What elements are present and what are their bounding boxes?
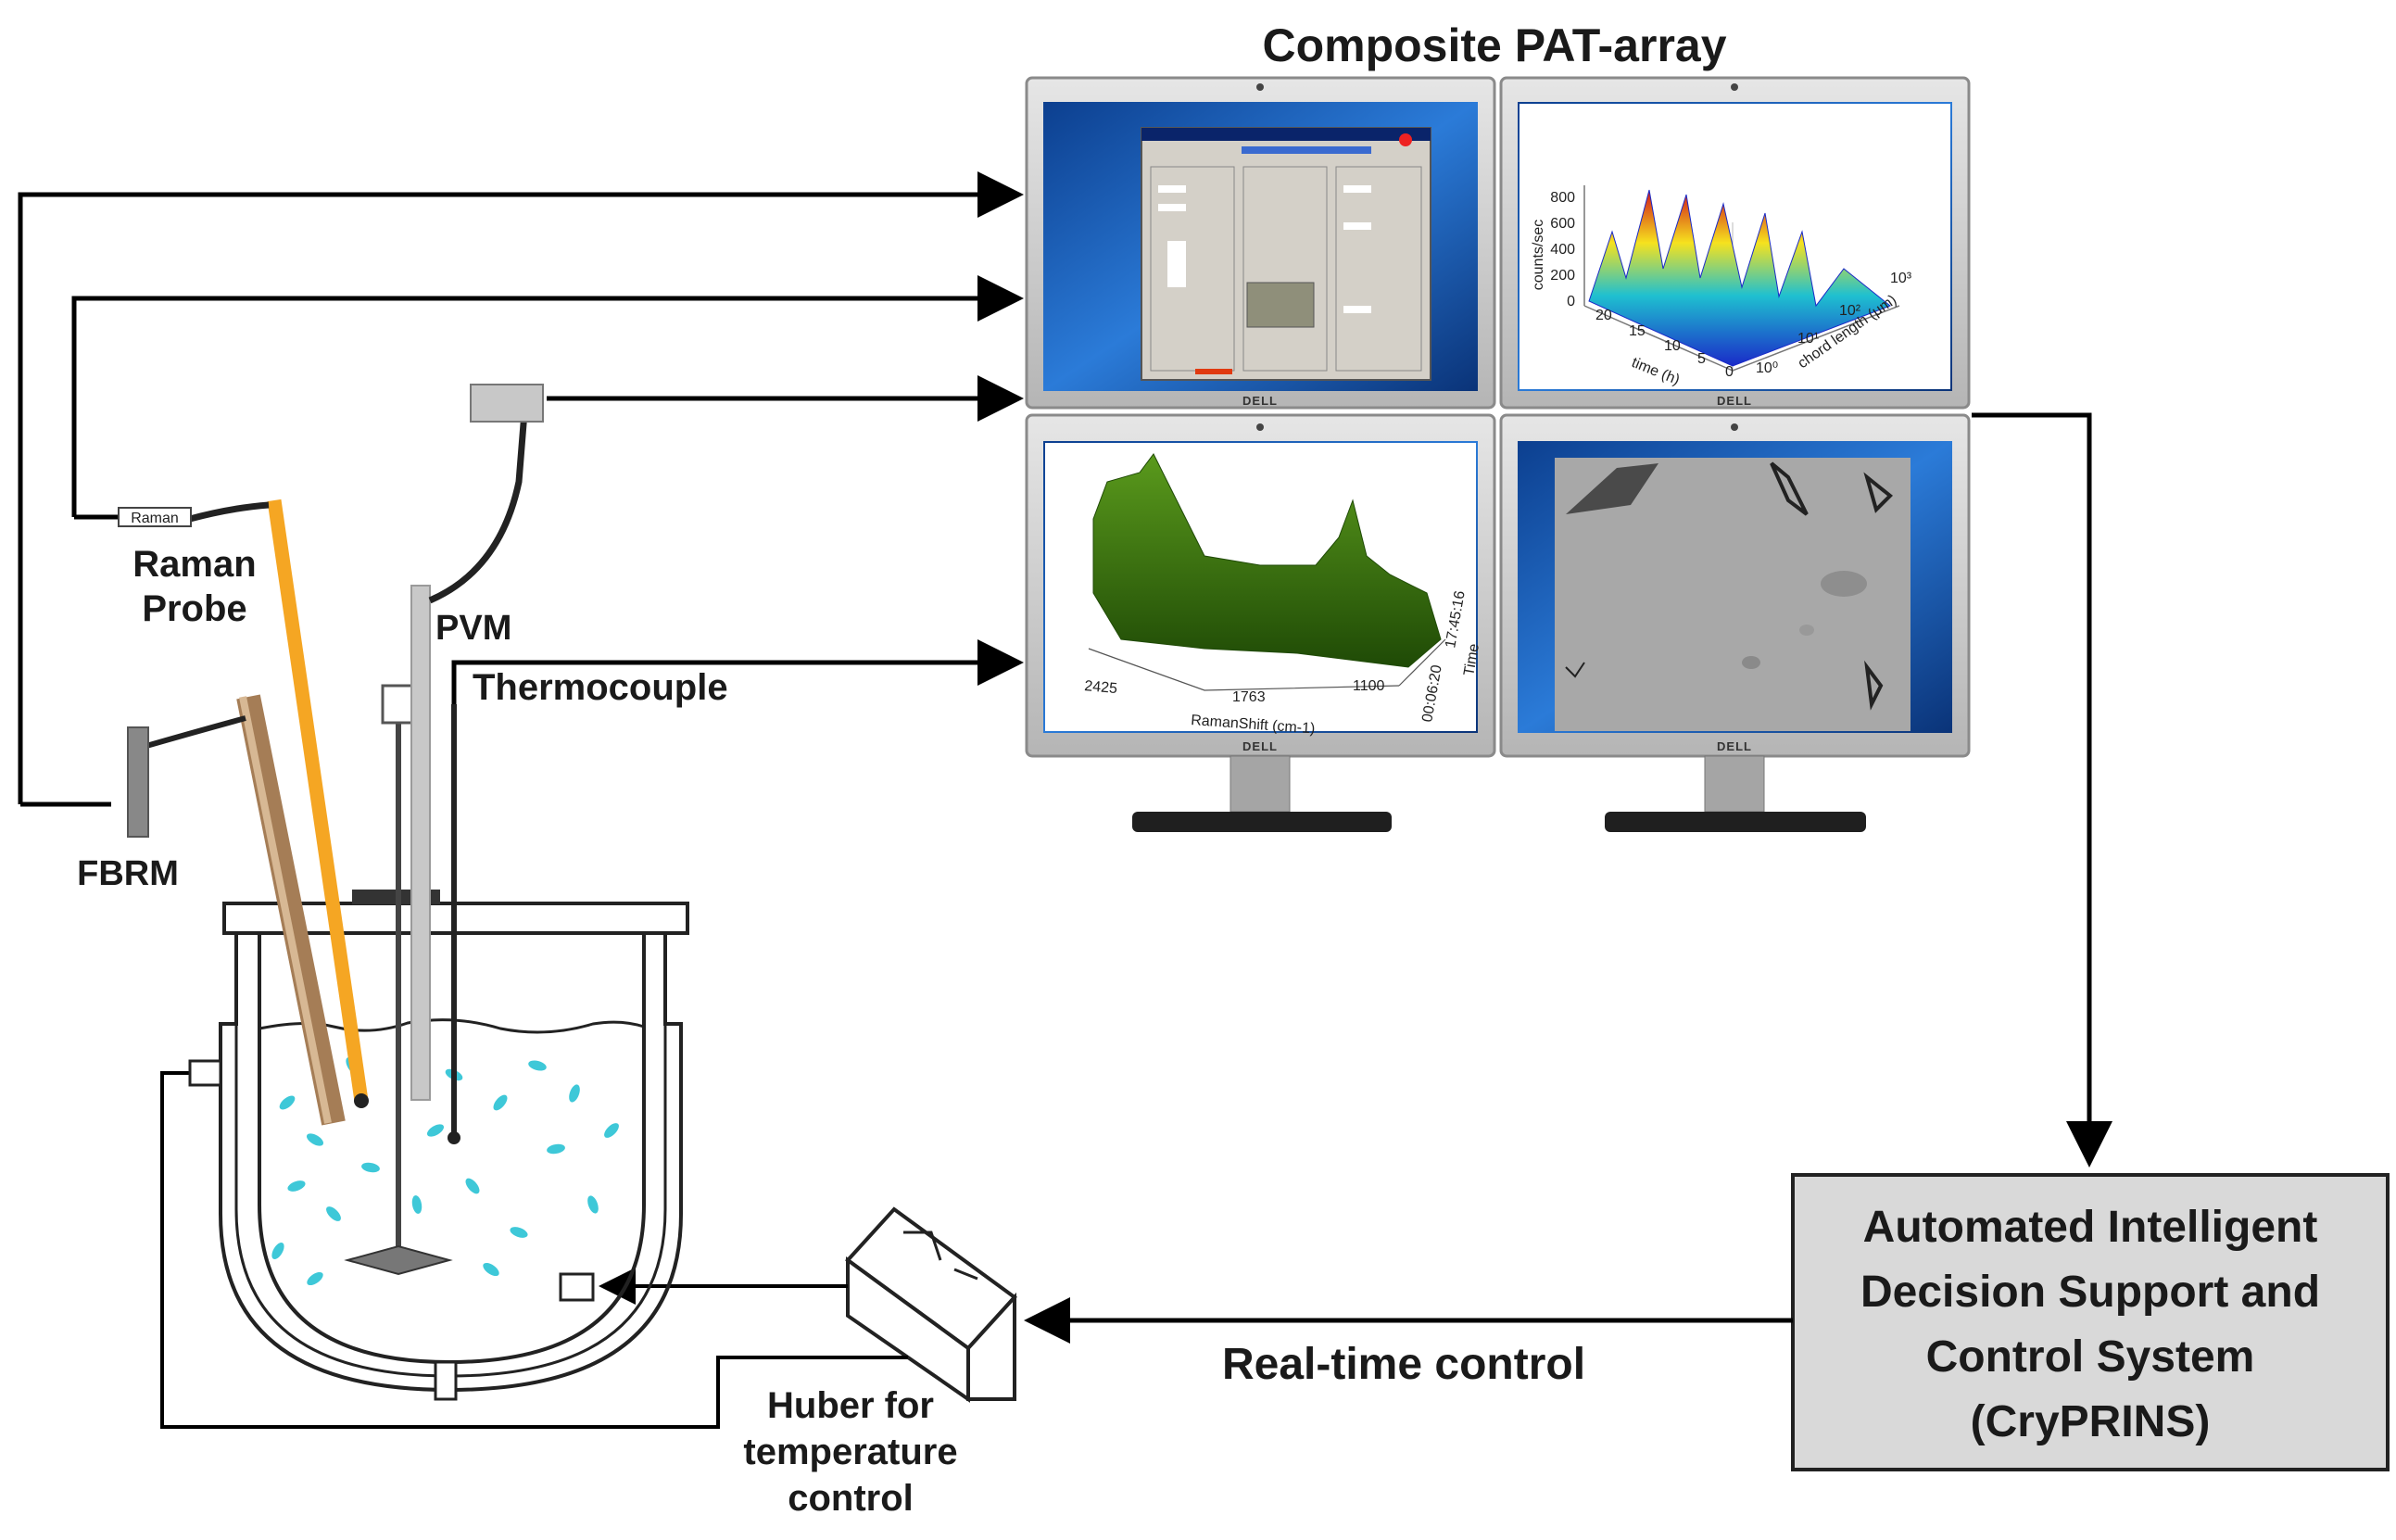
raman-probe-label-line: Raman	[132, 544, 256, 585]
huber-unit	[845, 1206, 1017, 1403]
raman-xtick: 1763	[1232, 689, 1266, 705]
raman-tag-label: Raman	[131, 511, 179, 526]
pvm-label: PVM	[435, 609, 511, 648]
fbrm-head	[127, 726, 149, 838]
fbrm-ztick: 10⁰	[1756, 360, 1778, 376]
crystals	[271, 1056, 619, 1286]
monitor-raman-plot: 2425 1763 1100 RamanShift (cm-1) 17:45:1…	[1025, 413, 1496, 832]
raman-xtick: 2425	[1084, 678, 1118, 697]
fbrm-label: FBRM	[77, 854, 179, 893]
monitor-brand-4: DELL	[1717, 739, 1752, 753]
fbrm-xtick: 20	[1595, 308, 1612, 323]
fbrm-ytick: 0	[1567, 294, 1575, 309]
diagram-title: Composite PAT-array	[1262, 19, 1726, 71]
fbrm-ztick: 10²	[1839, 303, 1861, 319]
raman-tag	[118, 507, 192, 527]
raman-signal-arrow	[71, 275, 1024, 517]
realtime-control-label: Real-time control	[1222, 1340, 1585, 1389]
fbrm-signal-arrow	[18, 171, 1024, 804]
thermocouple-signal-arrow	[451, 639, 1024, 704]
fbrm-ytick: 200	[1550, 268, 1575, 284]
fbrm-probe	[236, 694, 346, 1126]
fbrm-xtick: 15	[1629, 323, 1646, 339]
control-system-line: Decision Support and	[1860, 1268, 2320, 1317]
control-system-line: Automated Intelligent	[1863, 1203, 2318, 1252]
fbrm-ylabel: counts/sec	[1531, 220, 1546, 290]
fbrm-ytick: 400	[1550, 242, 1575, 258]
pvm-probe	[410, 585, 431, 1101]
monitor-brand-1: DELL	[1242, 394, 1278, 408]
raman-xtick: 1100	[1353, 678, 1385, 694]
fbrm-ztick: 10³	[1890, 271, 1912, 286]
huber-label-line: Huber for	[767, 1385, 934, 1426]
pat-to-control-arrow	[1972, 412, 2112, 1168]
control-system-box	[1791, 1173, 2390, 1471]
fbrm-ztick: 10¹	[1797, 331, 1819, 347]
thermocouple-label: Thermocouple	[473, 667, 728, 708]
fbrm-ytick: 800	[1550, 190, 1575, 206]
monitor-fbrm-plot: counts/sec 800 600 400 200 0 20 15 10 5 …	[1499, 76, 1971, 410]
software-window	[1141, 127, 1431, 381]
raman-zlabel: Time	[1461, 642, 1482, 676]
monitor-software-ui: DELL	[1025, 76, 1496, 410]
monitor-pvm-image: DELL	[1499, 413, 1971, 832]
raman-probe	[267, 499, 369, 1103]
huber-label-line: control	[788, 1478, 914, 1519]
fbrm-xtick: 10	[1664, 338, 1681, 354]
monitor-brand-2: DELL	[1717, 394, 1752, 408]
raman-surface	[1092, 453, 1442, 668]
raman-probe-label-line: Probe	[142, 588, 246, 629]
fbrm-ytick: 600	[1550, 216, 1575, 232]
huber-label-line: temperature	[743, 1432, 957, 1472]
fbrm-xtick: 0	[1725, 364, 1734, 380]
control-system-line: Control System	[1926, 1332, 2255, 1382]
pvm-head	[470, 384, 544, 423]
fbrm-surface	[1588, 189, 1891, 367]
monitor-brand-3: DELL	[1242, 739, 1278, 753]
control-system-line: (CryPRINS)	[1971, 1397, 2211, 1446]
fbrm-xtick: 5	[1697, 351, 1706, 367]
jacket-return-line	[160, 1071, 908, 1429]
